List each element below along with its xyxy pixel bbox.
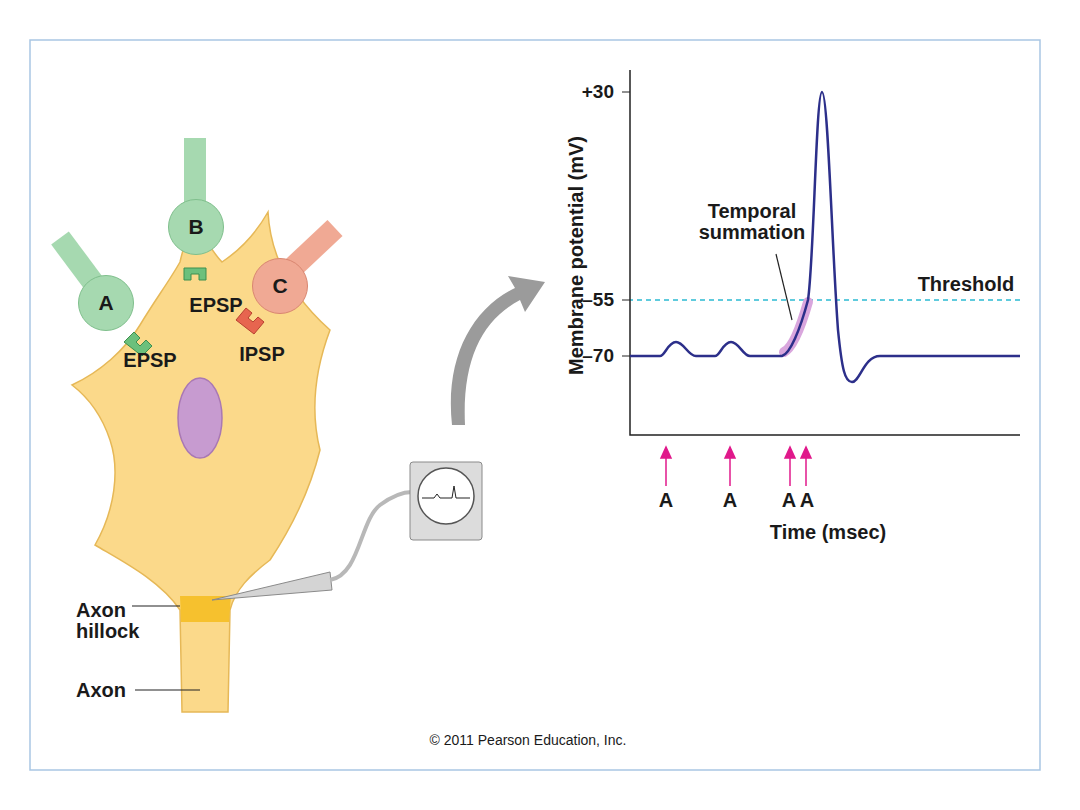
axon-terminal: C [252,258,308,314]
threshold-label: Threshold [918,274,1015,295]
potential-label: EPSP [123,350,176,371]
axis-tick-label: –70 [582,346,614,366]
axes [630,70,1020,435]
terminal-letter: C [272,274,287,298]
potential-label: IPSP [239,344,285,365]
potential-trace [630,92,1020,382]
copyright: © 2011 Pearson Education, Inc. [430,733,627,748]
axis-title: Time (msec) [770,522,886,543]
leader-line [776,254,792,320]
receptor [184,268,206,280]
neuron-body [72,212,330,712]
axis-title: Membrane potential (mV) [565,136,586,375]
curved-arrow [451,276,545,425]
oscilloscope-screen [418,468,474,524]
electrode [212,572,332,600]
nucleus [178,378,222,458]
trace-icon [422,486,470,498]
tick [622,300,630,301]
axon-stalk [60,238,95,285]
frame [30,40,1040,770]
stimulus-label: A [659,490,673,511]
axon-stalk [184,138,206,205]
oscilloscope [410,462,482,540]
potential-label: EPSP [189,295,242,316]
stimulus-label: A [800,490,814,511]
terminal-letter: B [188,215,203,239]
tick [622,356,630,357]
stimulus-label: A [782,490,796,511]
tick [622,92,630,93]
axon-hillock [180,596,231,622]
axis-tick-label: –55 [582,290,614,310]
leader-line [135,689,200,690]
terminal-letter: A [98,291,113,315]
stimulus-arrows [661,447,811,486]
electrode-wire [330,492,412,580]
threshold-line [630,299,1020,301]
axis-tick-label: +30 [582,82,614,102]
leader-line [132,605,180,606]
axon-terminal: B [168,199,224,255]
stimulus-label: A [723,490,737,511]
annotation: Temporal summation [692,201,812,243]
part-label: Axon [76,680,126,701]
part-label: Axon hillock [76,600,138,642]
axon-terminal: A [78,275,134,331]
